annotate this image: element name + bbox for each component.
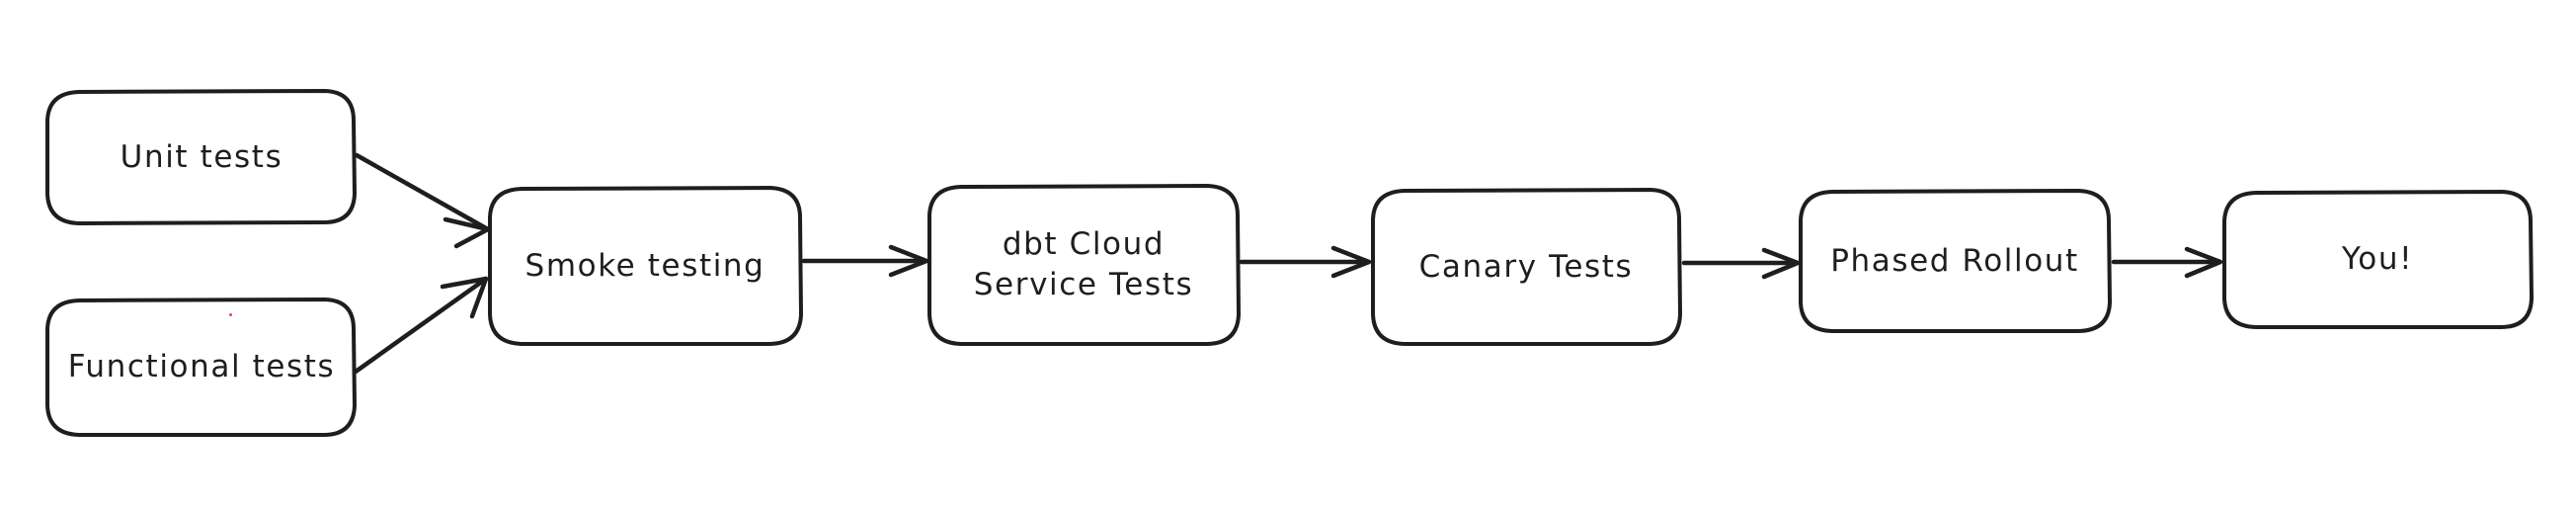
node-shape-smoke-testing[interactable] <box>488 186 803 346</box>
edge-dbt-to-canary <box>1239 245 1372 279</box>
edge-smoke-to-dbt <box>801 244 929 278</box>
node-shape-phased-rollout[interactable] <box>1799 189 2112 333</box>
edge-functional-to-smoke <box>353 276 489 375</box>
stray-red-dot <box>229 313 232 316</box>
edge-canary-to-phased <box>1681 247 1801 280</box>
node-shape-dbt-cloud-service-tests[interactable] <box>927 184 1241 346</box>
edge-unit-to-smoke <box>354 152 491 249</box>
node-shape-you[interactable] <box>2222 190 2534 329</box>
node-shape-unit-tests[interactable] <box>45 89 357 225</box>
node-shape-functional-tests[interactable] <box>45 298 357 437</box>
edge-phased-to-you <box>2111 246 2223 279</box>
node-shape-canary-tests[interactable] <box>1371 188 1682 346</box>
